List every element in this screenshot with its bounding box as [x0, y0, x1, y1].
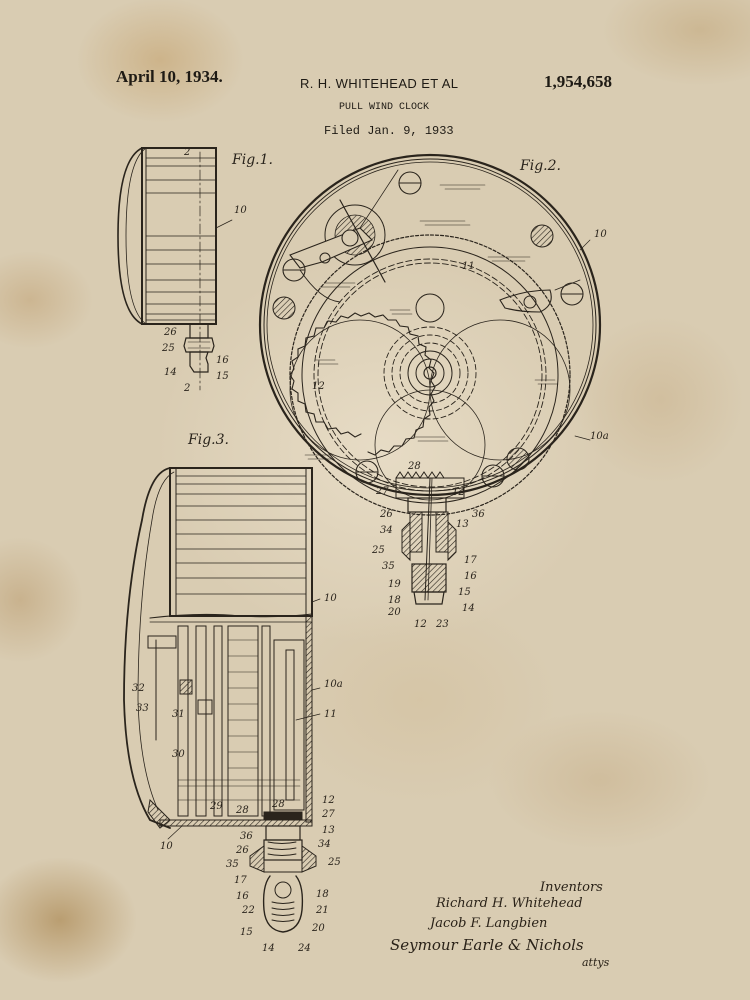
attorney-signature: Seymour Earle & Nichols: [390, 936, 584, 954]
fig2-ref: 14: [462, 603, 475, 614]
fig3-ref: 20: [312, 923, 325, 934]
fig3-ref: 24: [298, 943, 311, 954]
inventor-line: R. H. WHITEHEAD ET AL: [300, 76, 459, 91]
inventors-heading: Inventors: [540, 880, 603, 895]
fig3-ref: 26: [236, 845, 249, 856]
fig3-ref: 10a: [324, 679, 343, 690]
fig2-ref: 12: [312, 381, 325, 392]
inventor-signature-1: Richard H. Whitehead: [436, 896, 583, 911]
fig3-ref: 29: [210, 801, 223, 812]
fig3-ref: 17: [234, 875, 247, 886]
fig1-ref: 14: [164, 367, 177, 378]
fig3-ref: 27: [322, 809, 335, 820]
patent-date: April 10, 1934.: [116, 67, 223, 86]
fig3-ref: 13: [322, 825, 335, 836]
fig3-ref: 10: [324, 593, 337, 604]
fig2-ref: 17: [464, 555, 477, 566]
fig2-ref: 11: [462, 261, 475, 272]
fig2-ref: 23: [436, 619, 449, 630]
fig2-ref: 36: [472, 509, 485, 520]
fig3-ref: 12: [322, 795, 335, 806]
fig3-ref: 31: [172, 709, 185, 720]
fig2-ref: 12: [452, 487, 465, 498]
fig2-ref: 25: [372, 545, 385, 556]
fig3-ref: 14: [262, 943, 275, 954]
fig3-ref: 21: [316, 905, 329, 916]
fig3-ref: 15: [240, 927, 253, 938]
fig3-ref: 11: [324, 709, 337, 720]
fig2-ref: 19: [388, 579, 401, 590]
fig3-ref: 34: [318, 839, 331, 850]
patent-title: PULL WIND CLOCK: [339, 102, 430, 113]
fig3-ref: 10: [160, 841, 173, 852]
fig1-ref: 16: [216, 355, 229, 366]
fig1-ref: 2: [184, 147, 191, 158]
fig2-ref: 34: [380, 525, 393, 536]
fig2-drawing: [258, 153, 602, 605]
fig1-ref: 10: [234, 205, 247, 216]
fig3-ref: 36: [240, 831, 253, 842]
fig2-ref: 16: [464, 571, 477, 582]
attys-label: attys: [582, 956, 610, 969]
fig3-label: Fig.3.: [188, 432, 229, 448]
fig3-ref: 22: [242, 905, 255, 916]
fig2-ref: 27: [376, 486, 389, 497]
fig1-ref: 25: [162, 343, 175, 354]
fig3-drawing: [123, 467, 317, 933]
filed-date: Filed Jan. 9, 1933: [324, 124, 454, 138]
fig1-ref: 2: [184, 383, 191, 394]
patent-number: 1,954,658: [544, 72, 612, 91]
inventor-signature-2: Jacob F. Langbien: [430, 916, 548, 931]
fig2-ref: 15: [458, 587, 471, 598]
fig3-ref: 33: [136, 703, 149, 714]
fig2-ref: 10: [594, 229, 607, 240]
fig3-ref: 35: [226, 859, 239, 870]
fig3-ref: 28: [236, 805, 249, 816]
fig3-ref: 30: [172, 749, 185, 760]
fig1-label: Fig.1.: [232, 152, 273, 168]
fig2-ref: 20: [388, 607, 401, 618]
fig1-ref: 26: [164, 327, 177, 338]
fig3-ref: 18: [316, 889, 329, 900]
fig1-ref: 15: [216, 371, 229, 382]
fig1-drawing: [117, 147, 217, 391]
fig2-ref: 10a: [590, 431, 609, 442]
fig2-label: Fig.2.: [520, 158, 561, 174]
fig2-ref: 26: [380, 509, 393, 520]
fig2-ref: 12: [414, 619, 427, 630]
fig2-ref: 13: [456, 519, 469, 530]
fig2-ref: 35: [382, 561, 395, 572]
fig3-ref: 32: [132, 683, 145, 694]
fig3-ref: 25: [328, 857, 341, 868]
fig2-ref: 28: [408, 461, 421, 472]
fig2-ref: 18: [388, 595, 401, 606]
fig3-ref: 28: [272, 799, 285, 810]
fig3-ref: 16: [236, 891, 249, 902]
